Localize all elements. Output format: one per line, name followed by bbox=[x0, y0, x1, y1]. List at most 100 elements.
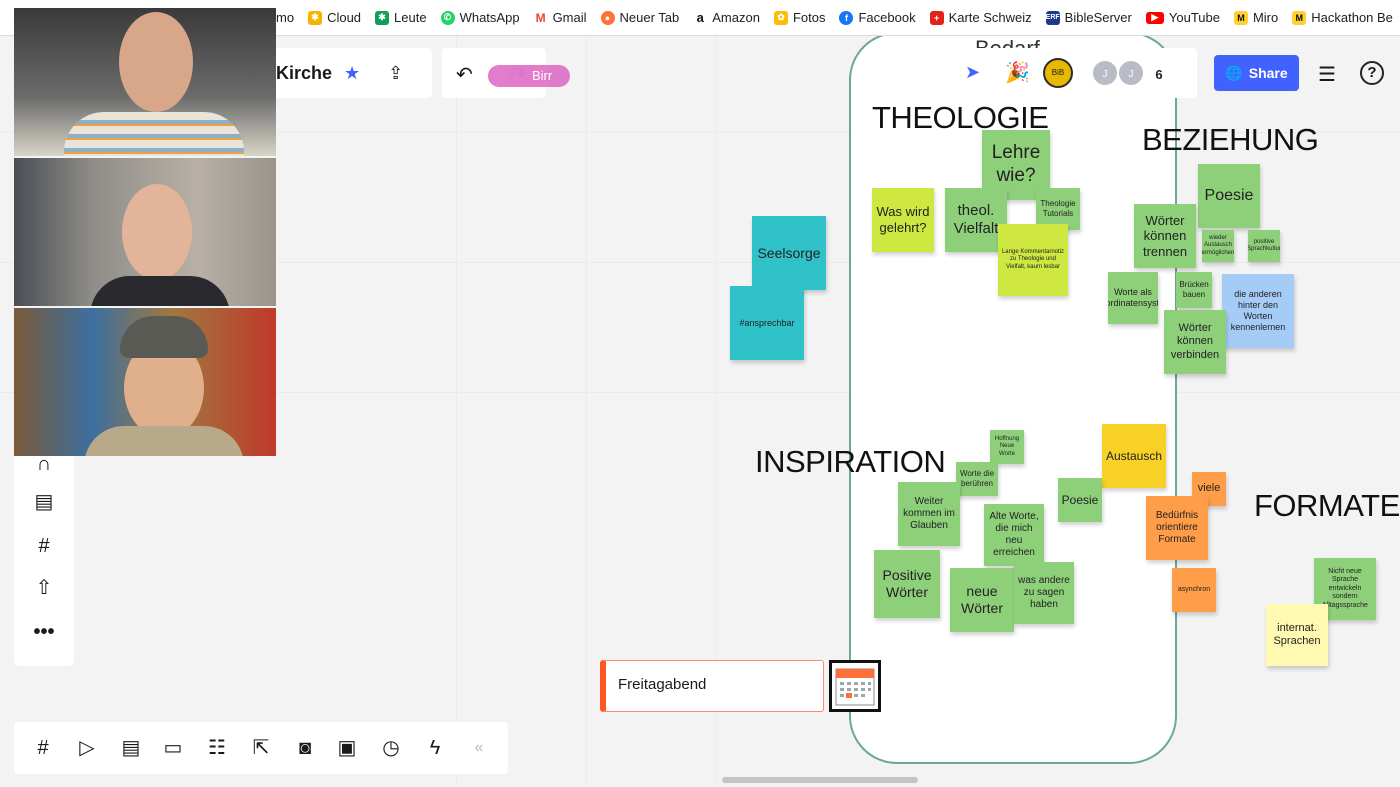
pinwheel-icon: ✱ bbox=[308, 10, 323, 25]
video-tile-participant-3[interactable] bbox=[14, 308, 276, 456]
lasso-icon[interactable]: ∩ bbox=[36, 453, 52, 475]
participant-shirt bbox=[64, 112, 244, 156]
cards-icon[interactable]: ☷ bbox=[208, 737, 226, 759]
video-call-icon[interactable]: ▣ bbox=[337, 737, 357, 759]
user-avatar-self[interactable]: BiB bbox=[1043, 58, 1073, 88]
horizontal-scrollbar[interactable] bbox=[722, 777, 918, 783]
export-icon[interactable]: ⇪ bbox=[388, 62, 404, 83]
sticky-note-worte-beruehren[interactable]: Worte die berühren bbox=[956, 462, 998, 496]
celebrate-icon[interactable]: 🎉 bbox=[1005, 62, 1030, 84]
sticky-note-poesie-beziehung[interactable]: Poesie bbox=[1198, 164, 1260, 228]
sticky-note-hoffnung-tiny[interactable]: Hoffnung Neue Worte bbox=[990, 430, 1024, 464]
cursor-follow-icon[interactable]: ➤ bbox=[965, 62, 981, 82]
sticky-note-long-comment[interactable]: Lange Kommentarnotiz zu Theologie und Vi… bbox=[998, 224, 1068, 296]
bookmark-fotos[interactable]: ✿Fotos bbox=[773, 10, 825, 25]
board-canvas[interactable]: Bedarf THEOLOGIE BEZIEHUNG INSPIRATION F… bbox=[0, 36, 1400, 787]
star-icon[interactable]: ★ bbox=[344, 62, 361, 83]
comment-icon[interactable]: ▤ bbox=[34, 491, 54, 513]
timer-icon[interactable]: ◷ bbox=[382, 737, 400, 759]
collapse-icon[interactable]: « bbox=[474, 739, 484, 756]
heading-formate[interactable]: FORMATE bbox=[1254, 488, 1400, 523]
undo-icon[interactable]: ↶ bbox=[456, 64, 473, 86]
bookmark-label: Gmail bbox=[552, 10, 587, 25]
video-tile-participant-2[interactable] bbox=[14, 158, 276, 306]
sticky-note-sprachkultur[interactable]: positive Sprachkultur bbox=[1248, 230, 1280, 262]
heading-theologie[interactable]: THEOLOGIE bbox=[872, 100, 1049, 135]
participant-face bbox=[122, 184, 192, 280]
bottom-toolbar: # ▷ ▤ ▭ ☷ ⇱ ◙ ▣ ◷ ϟ « bbox=[14, 722, 508, 774]
sticky-note-weiter-kommen[interactable]: Weiter kommen im Glauben bbox=[898, 482, 960, 546]
board-title[interactable]: Kirche bbox=[276, 62, 333, 83]
sticky-note-bruecken-bauen[interactable]: Brücken bauen bbox=[1176, 272, 1212, 308]
sticky-note-seelsorge[interactable]: Seelsorge bbox=[752, 216, 826, 290]
sticky-note-internat-sprachen[interactable]: internat. Sprachen bbox=[1266, 604, 1328, 666]
settings-sliders-icon[interactable]: ☰ bbox=[1318, 64, 1336, 86]
bookmark-miro[interactable]: M Miro bbox=[1233, 10, 1279, 25]
card-freitagabend[interactable]: Freitagabend bbox=[600, 660, 824, 712]
sticky-note-ansprechbar[interactable]: #ansprechbar bbox=[730, 286, 804, 360]
globe-icon: 🌐 bbox=[1225, 64, 1243, 81]
whatsapp-icon: ✆ bbox=[440, 10, 455, 25]
grid-line bbox=[0, 262, 1400, 263]
sticky-note-beduerfnis[interactable]: Bedürfnis orientiere Formate bbox=[1146, 496, 1208, 560]
bookmark-cloud[interactable]: ✱Cloud bbox=[308, 10, 361, 25]
bookmark-gmail[interactable]: M Gmail bbox=[533, 10, 587, 25]
sticky-note-alte-worte[interactable]: Alte Worte, die mich neu erreichen bbox=[984, 504, 1044, 566]
grid-line bbox=[586, 36, 587, 787]
share-screen-icon[interactable]: ⇱ bbox=[252, 737, 270, 759]
pinwheel-icon: ✱ bbox=[375, 10, 390, 25]
sticky-note-austausch[interactable]: Austausch bbox=[1102, 424, 1166, 488]
collaborator-count[interactable]: 6 bbox=[1145, 59, 1173, 87]
gmail-icon: M bbox=[533, 10, 548, 25]
bookmark-label: Karte Schweiz bbox=[948, 10, 1032, 25]
presentation-icon[interactable]: ▷ bbox=[79, 737, 95, 759]
sticky-note-poesie-inspiration[interactable]: Poesie bbox=[1058, 478, 1102, 522]
sticky-note-woerter-trennen[interactable]: Wörter können trennen bbox=[1134, 204, 1196, 268]
sticky-note-positive-woerter[interactable]: Positive Wörter bbox=[874, 550, 940, 618]
bookmark-label: YouTube bbox=[1168, 10, 1220, 25]
swiss-icon: + bbox=[929, 10, 944, 25]
comments-icon[interactable]: ▤ bbox=[121, 737, 141, 759]
sticky-note-austausch-small[interactable]: wieder Austausch ermöglichen bbox=[1202, 230, 1234, 262]
collaboration-bar: ➤ 🎉 BiB J J 6 bbox=[955, 48, 1197, 98]
grid-line bbox=[716, 36, 717, 787]
miro-icon: M bbox=[1233, 10, 1248, 25]
upload-icon[interactable]: ⇧ bbox=[35, 577, 53, 599]
chat-icon[interactable]: ▭ bbox=[163, 737, 183, 759]
video-tile-participant-1[interactable] bbox=[14, 8, 276, 156]
avatar[interactable]: J bbox=[1091, 59, 1119, 87]
sticky-note-koordinatensystem[interactable]: Worte als Koordinatensystem bbox=[1108, 272, 1158, 324]
more-icon[interactable]: ••• bbox=[33, 621, 55, 643]
sticky-note-was-andere[interactable]: was andere zu sagen haben bbox=[1014, 562, 1074, 624]
frames-icon[interactable]: # bbox=[37, 737, 49, 759]
bookmark-label: Miro bbox=[1252, 10, 1279, 25]
avatar[interactable]: J bbox=[1117, 59, 1145, 87]
sticky-note-neue-woerter[interactable]: neue Wörter bbox=[950, 568, 1014, 632]
share-label: Share bbox=[1248, 65, 1288, 81]
bookmark-youtube[interactable]: ▶YouTube bbox=[1145, 10, 1220, 25]
bookmark-leute[interactable]: ✱Leute bbox=[375, 10, 427, 25]
share-button[interactable]: 🌐 Share bbox=[1214, 55, 1299, 91]
bookmark-karte-schweiz[interactable]: + Karte Schweiz bbox=[929, 10, 1032, 25]
heading-beziehung[interactable]: BEZIEHUNG bbox=[1142, 122, 1319, 157]
video-record-icon[interactable]: ◙ bbox=[298, 737, 312, 759]
heading-inspiration[interactable]: INSPIRATION bbox=[755, 444, 946, 479]
board-header: Kirche ★ ⇪ bbox=[270, 48, 432, 98]
activity-icon[interactable]: ϟ bbox=[429, 737, 441, 759]
bookmark-partial[interactable]: mo bbox=[276, 10, 294, 25]
sticky-note-woerter-verbinden[interactable]: Wörter können verbinden bbox=[1164, 310, 1226, 374]
sticky-note-tutorials[interactable]: Theologie Tutorials bbox=[1036, 188, 1080, 230]
bookmark-neuer-tab[interactable]: ●Neuer Tab bbox=[600, 10, 679, 25]
sticky-note-was-wird-gelehrt[interactable]: Was wird gelehrt? bbox=[872, 188, 934, 252]
sticky-note-theol-vielfalt[interactable]: theol. Vielfalt bbox=[945, 188, 1007, 252]
frame-icon[interactable]: # bbox=[38, 535, 50, 557]
sticky-note-andere-kennenlernen[interactable]: die anderen hinter den Worten kennenlern… bbox=[1222, 274, 1294, 348]
help-icon[interactable]: ? bbox=[1360, 61, 1384, 85]
sticky-note-asynchron[interactable]: asynchron bbox=[1172, 568, 1216, 612]
bookmark-whatsapp[interactable]: ✆WhatsApp bbox=[440, 10, 520, 25]
calendar-icon[interactable] bbox=[829, 660, 881, 712]
